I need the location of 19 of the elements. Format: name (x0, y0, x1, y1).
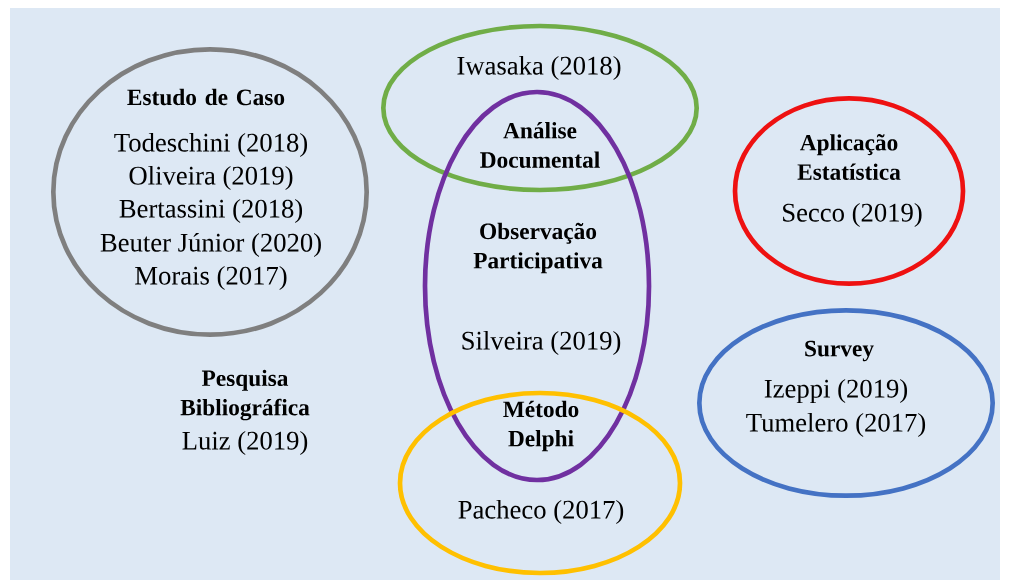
author-label: Bertassini (2018) (119, 198, 303, 224)
category-heading: Aplicação Estatística (797, 134, 901, 180)
category-heading: Estudo de Caso (127, 88, 285, 106)
author-label: Secco (2019) (783, 202, 922, 228)
category-heading: Pesquisa Bibliográfica (180, 369, 310, 421)
category-heading: Método Delphi (503, 400, 579, 452)
author-label: Tumelero (2017) (746, 412, 926, 438)
category-heading: Análise Documental (480, 122, 600, 168)
author-label: Pacheco (2017) (458, 499, 624, 525)
author-label: Oliveira (2019) (129, 165, 293, 191)
author-label: Silveira (2019) (462, 330, 621, 356)
author-label: Izeppi (2019) (764, 378, 908, 404)
category-heading: Observação Participativa (473, 222, 603, 274)
category-heading: Survey (805, 340, 874, 362)
author-label: Iwasaka (2018) (457, 55, 621, 81)
author-label: Todeschini (2018) (114, 132, 308, 158)
author-label: Morais (2017) (135, 265, 287, 291)
author-label: Beuter Júnior (2020) (100, 232, 321, 258)
author-label: Luiz (2019) (182, 430, 308, 456)
